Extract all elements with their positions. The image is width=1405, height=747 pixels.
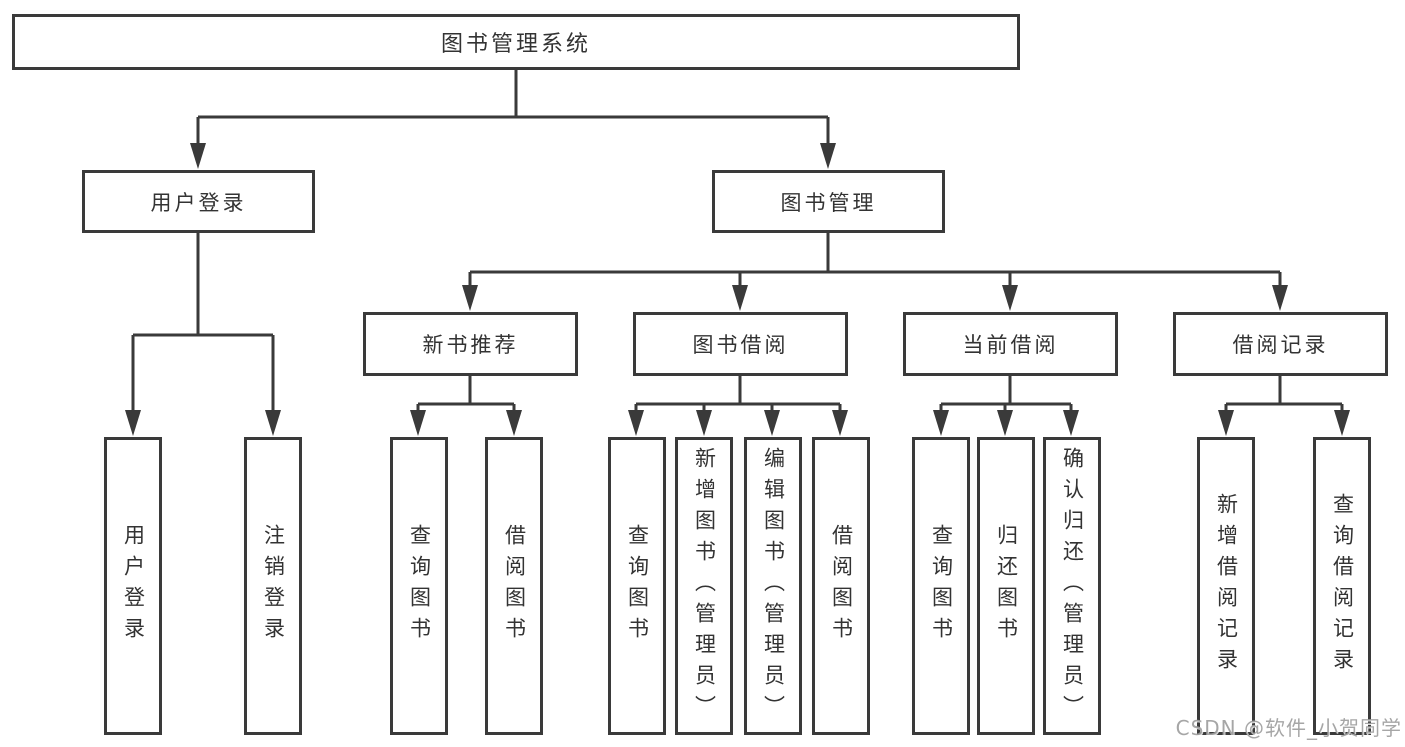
leaf-rec-add-record: 新增借阅记录 [1197,437,1255,735]
node-user-login-module-label: 用户登录 [150,190,247,215]
leaf-bw-edit-books-admin: 编辑图书（管理员） [744,437,802,735]
leaf-nb-query-books-label: 查询图书 [407,524,432,648]
leaf-cur-return-books-label: 归还图书 [994,524,1019,648]
connector-records-to-leaves [1224,376,1344,412]
node-new-book-recommend: 新书推荐 [363,312,578,376]
node-root: 图书管理系统 [12,14,1020,70]
leaf-rec-query-record: 查询借阅记录 [1313,437,1371,735]
node-borrow-records: 借阅记录 [1173,312,1388,376]
node-new-book-recommend-label: 新书推荐 [422,333,519,357]
node-root-label: 图书管理系统 [440,32,591,57]
connector-borrow-to-leaves [634,376,842,412]
leaf-logout-label: 注销登录 [261,524,286,648]
leaf-rec-query-record-label: 查询借阅记录 [1330,493,1355,679]
leaf-user-login-label: 用户登录 [121,524,146,648]
leaf-bw-query-books-label: 查询图书 [625,524,650,648]
node-current-borrow: 当前借阅 [903,312,1118,376]
leaf-bw-borrow-books-label: 借阅图书 [829,524,854,648]
leaf-user-login: 用户登录 [104,437,162,735]
connector-current-to-leaves [939,376,1073,412]
leaf-cur-query-books-label: 查询图书 [929,524,954,648]
leaf-rec-add-record-label: 新增借阅记录 [1214,493,1239,679]
leaf-bw-add-books-admin: 新增图书（管理员） [675,437,733,735]
leaf-bw-add-books-admin-label: 新增图书（管理员） [692,446,717,726]
connector-newbook-to-leaves [416,376,516,412]
node-borrow-records-label: 借阅记录 [1232,333,1329,357]
node-user-login-module: 用户登录 [82,170,315,233]
connector-root-to-level2 [196,70,830,145]
watermark: CSDN @软件_小贺同学 [1175,716,1402,740]
leaf-cur-return-books: 归还图书 [977,437,1035,735]
connector-login-to-leaves [131,233,275,412]
leaf-bw-query-books: 查询图书 [608,437,666,735]
node-book-borrow-label: 图书借阅 [692,333,789,357]
node-book-borrow: 图书借阅 [633,312,848,376]
leaf-cur-query-books: 查询图书 [912,437,970,735]
connector-bookmgmt-to-level3 [468,233,1282,287]
node-book-management-label: 图书管理 [780,190,877,215]
leaf-nb-query-books: 查询图书 [390,437,448,735]
leaf-bw-edit-books-admin-label: 编辑图书（管理员） [761,446,786,726]
node-book-management: 图书管理 [712,170,945,233]
leaf-cur-confirm-return-admin: 确认归还（管理员） [1043,437,1101,735]
leaf-nb-borrow-books: 借阅图书 [485,437,543,735]
node-current-borrow-label: 当前借阅 [962,333,1059,357]
leaf-cur-confirm-return-admin-label: 确认归还（管理员） [1060,446,1085,726]
leaf-bw-borrow-books: 借阅图书 [812,437,870,735]
leaf-logout: 注销登录 [244,437,302,735]
leaf-nb-borrow-books-label: 借阅图书 [502,524,527,648]
